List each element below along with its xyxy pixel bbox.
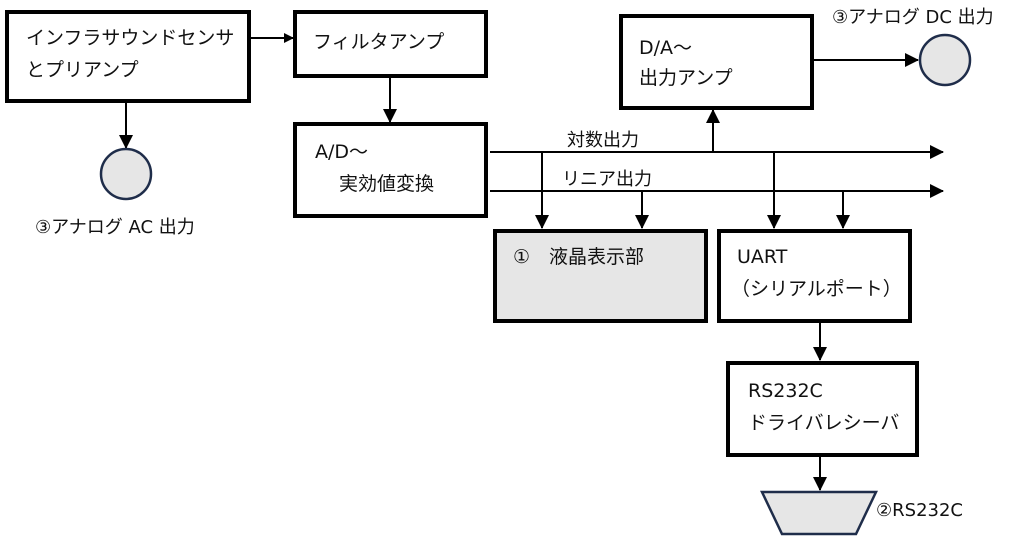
analog-ac-output-label: ③アナログ AC 出力: [35, 217, 195, 238]
adc-rms-block: A/D～ 実効値変換: [293, 122, 488, 218]
sensor-preamp-block: インフラサウンドセンサ とプリアンプ: [5, 10, 251, 103]
filter-block-line1: フィルタアンプ: [313, 31, 445, 53]
adc-block-line2: 実効値変換: [339, 173, 435, 195]
driver-block-line2: ドライバレシーバ: [748, 412, 900, 434]
dac-block-line1: D/A～: [639, 37, 693, 59]
analog-dc-output-label: ③アナログ DC 出力: [832, 7, 994, 28]
dac-block-line2: 出力アンプ: [639, 67, 733, 89]
analog-dc-terminal: [918, 33, 972, 87]
analog-ac-terminal: [99, 147, 153, 201]
dac-output-amp-block: D/A～ 出力アンプ: [619, 14, 814, 110]
rs232c-driver-block: RS232C ドライバレシーバ: [726, 361, 919, 457]
adc-block-line1: A/D～: [315, 141, 369, 163]
rs232c-connector: [760, 490, 878, 536]
uart-block-line1: UART: [737, 246, 788, 268]
log-output-label: 対数出力: [567, 130, 639, 151]
linear-output-label: リニア出力: [562, 169, 652, 190]
lcd-display-block: ① 液晶表示部: [493, 229, 708, 323]
rs232c-output-label: ②RS232C: [876, 500, 963, 521]
sensor-block-line1: インフラサウンドセンサ: [26, 27, 235, 49]
uart-block-line2: （シリアルポート）: [731, 278, 902, 300]
driver-block-line1: RS232C: [748, 380, 823, 402]
lcd-block-line1: ① 液晶表示部: [513, 246, 645, 268]
sensor-block-line2: とプリアンプ: [26, 59, 139, 81]
uart-block: UART （シリアルポート）: [717, 229, 912, 323]
filter-amp-block: フィルタアンプ: [293, 10, 488, 78]
